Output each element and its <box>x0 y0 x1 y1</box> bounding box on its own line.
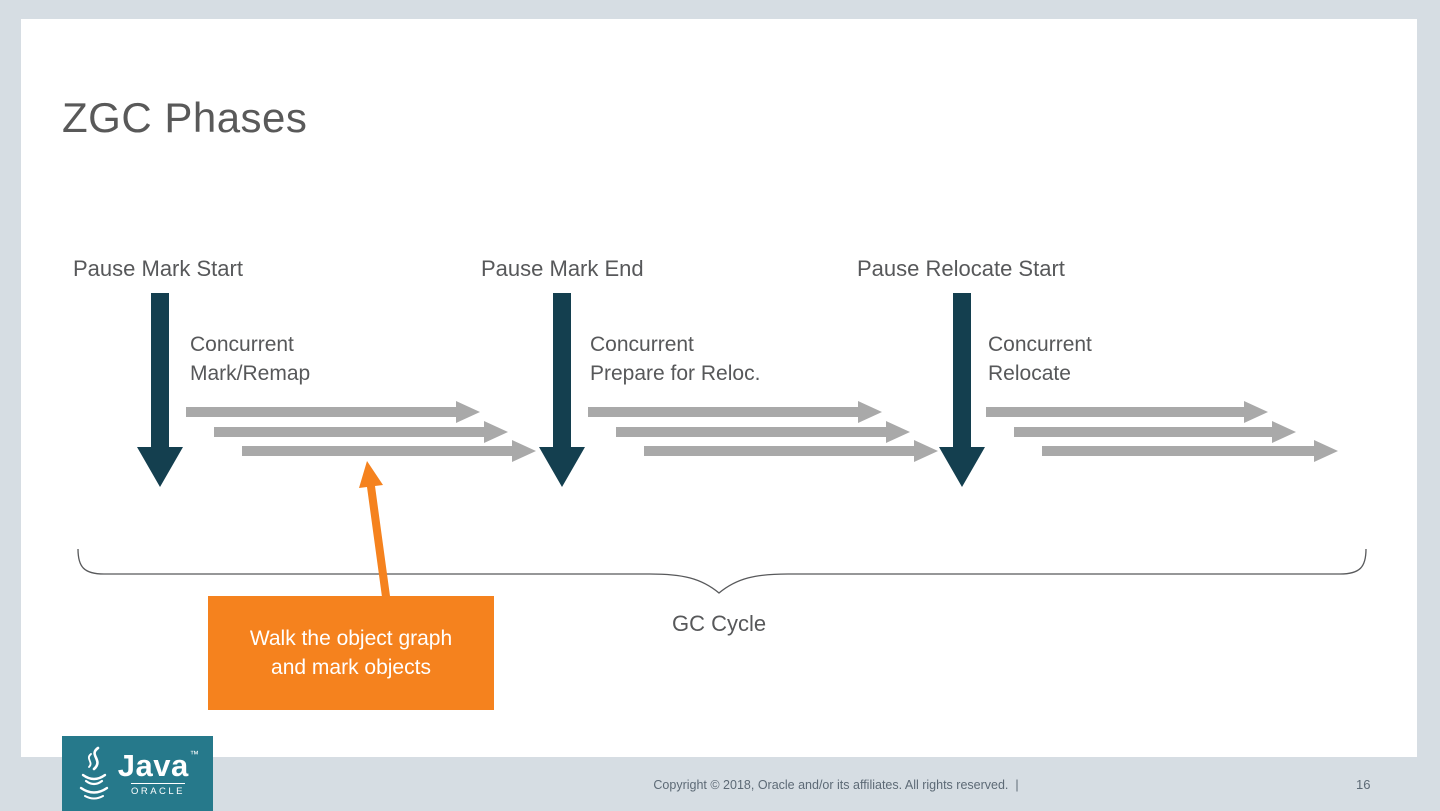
concurrent-label-line2: Relocate <box>988 362 1071 385</box>
concurrent-label-line1: Concurrent <box>590 333 694 356</box>
logo-trademark: ™ <box>189 748 200 759</box>
logo-subbrand: ORACLE <box>130 782 186 797</box>
logo-text: Java™ ORACLE <box>117 747 200 797</box>
logo-brand: Java™ <box>117 747 200 783</box>
java-cup-icon <box>79 746 108 799</box>
concurrent-label-line1: Concurrent <box>988 333 1092 356</box>
pause-relocate-start-label: Pause Relocate Start <box>857 256 1065 281</box>
concurrent-relocate-label: Concurrent Relocate <box>988 330 1092 388</box>
logo-brand-text: Java <box>117 747 189 783</box>
pause-mark-start-label: Pause Mark Start <box>73 256 243 281</box>
concurrent-mark-remap-label: Concurrent Mark/Remap <box>190 330 310 388</box>
concurrent-label-line2: Mark/Remap <box>190 362 311 385</box>
callout-line1: Walk the object graph <box>249 627 453 650</box>
callout-line2: and mark objects <box>271 656 431 679</box>
concurrent-prepare-reloc-label: Concurrent Prepare for Reloc. <box>590 330 760 388</box>
concurrent-label-line2: Prepare for Reloc. <box>590 362 761 385</box>
page-title: ZGC Phases <box>62 94 308 141</box>
gc-cycle-label: GC Cycle <box>672 611 767 636</box>
java-oracle-logo: Java™ ORACLE <box>62 736 213 811</box>
footer-copyright: Copyright © 2018, Oracle and/or its affi… <box>653 778 1019 792</box>
concurrent-label-line1: Concurrent <box>190 333 294 356</box>
page-number: 16 <box>1356 777 1371 792</box>
pause-mark-end-label: Pause Mark End <box>481 256 644 281</box>
callout-box: Walk the object graph and mark objects <box>208 596 494 710</box>
